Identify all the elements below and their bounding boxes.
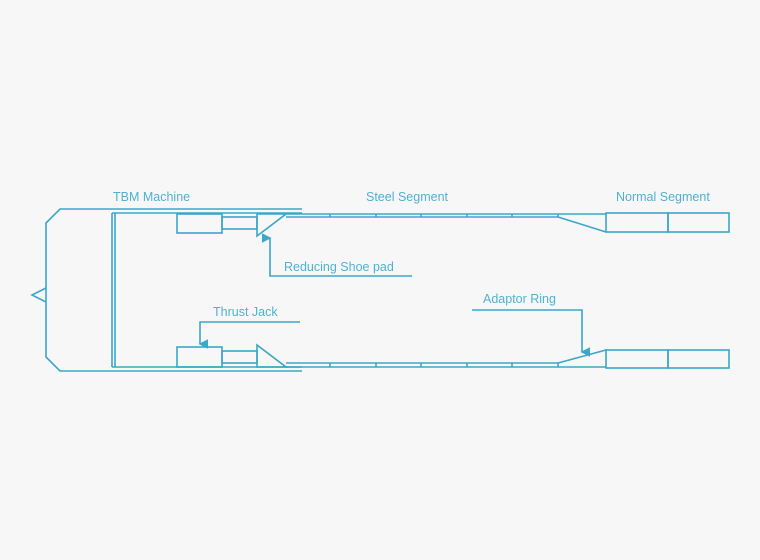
reducing-shoe-pad-leader [262, 233, 412, 277]
thrust-jack-top [176, 213, 289, 238]
normal-segment-bottom [605, 349, 730, 369]
normal-segment-top [605, 212, 730, 233]
adaptor-ring-top [557, 216, 607, 233]
thrust-jack-bottom [176, 343, 289, 368]
steel-segment-label: Steel Segment [366, 190, 449, 204]
normal-segment-label: Normal Segment [616, 190, 710, 204]
thrust-jack-label: Thrust Jack [213, 305, 278, 319]
adaptor-ring-leader [472, 309, 590, 357]
adaptor-ring-label: Adaptor Ring [483, 292, 556, 306]
steel-segment-top [286, 213, 606, 218]
steel-segment-bottom [286, 362, 606, 368]
thrust-jack-leader [198, 321, 300, 349]
tbm-machine-label: TBM Machine [113, 190, 190, 204]
reducing-shoe-pad-label: Reducing Shoe pad [284, 260, 394, 274]
